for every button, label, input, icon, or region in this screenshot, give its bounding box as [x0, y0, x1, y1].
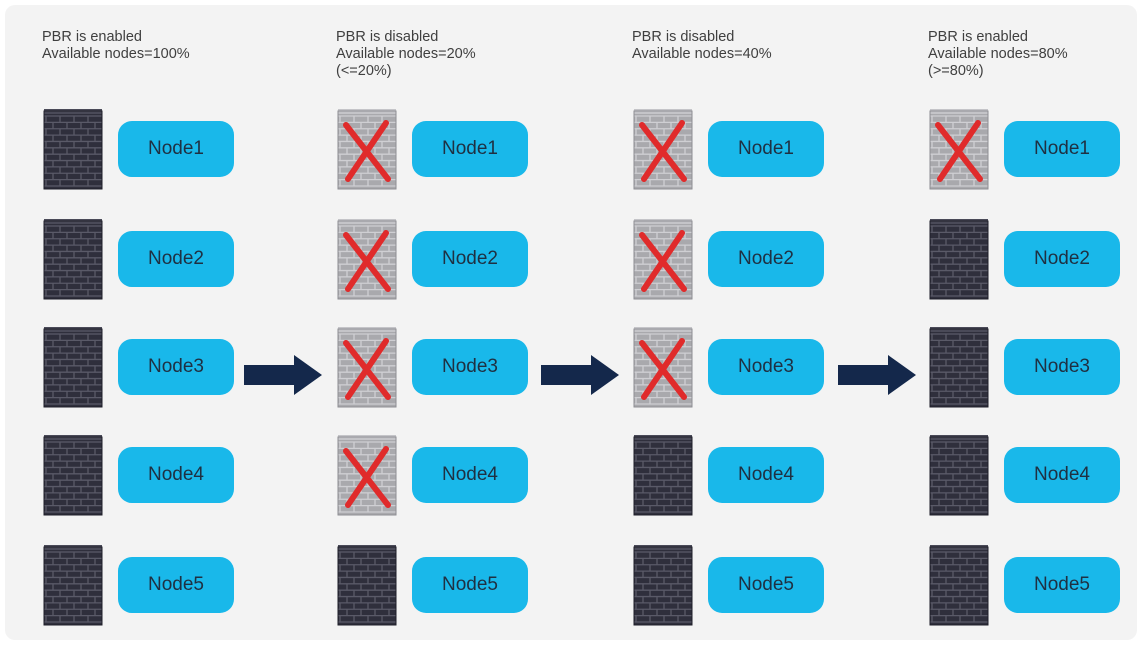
threshold-text: (<=20%) [336, 63, 392, 79]
failure-x-icon [343, 230, 391, 292]
failure-x-icon [639, 120, 687, 182]
failed-firewall-icon [632, 107, 694, 191]
node-row: Node1 [632, 107, 892, 191]
node-row: Node1 [336, 107, 596, 191]
node-box-2: Node2 [412, 231, 528, 287]
right-arrow-icon [838, 355, 916, 395]
node-row: Node5 [928, 543, 1142, 627]
node-row: Node4 [632, 433, 892, 517]
failure-x-icon [343, 120, 391, 182]
node-row: Node2 [42, 217, 302, 301]
failure-x-icon [935, 120, 983, 182]
node-row: Node4 [42, 433, 302, 517]
pbr-state-text: PBR is disabled [632, 29, 735, 45]
firewall-icon [42, 543, 104, 627]
threshold-text: (>=80%) [928, 63, 984, 79]
firewall-icon [42, 107, 104, 191]
node-box-3: Node3 [412, 339, 528, 395]
firewall-icon [42, 217, 104, 301]
firewall-icon [928, 325, 990, 409]
pbr-state-text: PBR is enabled [42, 29, 142, 45]
node-row: Node3 [336, 325, 596, 409]
node-box-5: Node5 [118, 557, 234, 613]
node-row: Node5 [632, 543, 892, 627]
node-box-4: Node4 [412, 447, 528, 503]
firewall-icon [632, 433, 694, 517]
failed-firewall-icon [336, 325, 398, 409]
failed-firewall-icon [632, 325, 694, 409]
node-box-2: Node2 [118, 231, 234, 287]
firewall-icon [42, 433, 104, 517]
node-box-5: Node5 [412, 557, 528, 613]
failed-firewall-icon [928, 107, 990, 191]
available-nodes-text: Available nodes=80% [928, 46, 1068, 62]
node-box-1: Node1 [412, 121, 528, 177]
failed-firewall-icon [336, 107, 398, 191]
available-nodes-text: Available nodes=100% [42, 46, 190, 62]
firewall-icon [928, 433, 990, 517]
firewall-icon [632, 543, 694, 627]
right-arrow-icon [244, 355, 322, 395]
failure-x-icon [639, 230, 687, 292]
node-box-5: Node5 [708, 557, 824, 613]
node-box-4: Node4 [1004, 447, 1120, 503]
pbr-state-text: PBR is disabled [336, 29, 439, 45]
failed-firewall-icon [632, 217, 694, 301]
firewall-icon [336, 543, 398, 627]
right-arrow-icon [541, 355, 619, 395]
pbr-state-text: PBR is enabled [928, 29, 1028, 45]
firewall-icon [928, 543, 990, 627]
node-box-1: Node1 [1004, 121, 1120, 177]
node-row: Node2 [632, 217, 892, 301]
failure-x-icon [343, 446, 391, 508]
node-row: Node5 [336, 543, 596, 627]
available-nodes-text: Available nodes=40% [632, 46, 772, 62]
available-nodes-text: Available nodes=20% [336, 46, 476, 62]
node-row: Node3 [632, 325, 892, 409]
node-row: Node3 [42, 325, 302, 409]
node-row: Node1 [42, 107, 302, 191]
node-row: Node4 [336, 433, 596, 517]
failure-x-icon [639, 338, 687, 400]
failure-x-icon [343, 338, 391, 400]
node-box-1: Node1 [118, 121, 234, 177]
node-box-2: Node2 [1004, 231, 1120, 287]
firewall-icon [42, 325, 104, 409]
node-box-4: Node4 [708, 447, 824, 503]
node-box-3: Node3 [708, 339, 824, 395]
node-row: Node1 [928, 107, 1142, 191]
node-box-4: Node4 [118, 447, 234, 503]
node-box-3: Node3 [118, 339, 234, 395]
node-row: Node4 [928, 433, 1142, 517]
node-row: Node2 [336, 217, 596, 301]
node-box-3: Node3 [1004, 339, 1120, 395]
node-row: Node3 [928, 325, 1142, 409]
node-box-2: Node2 [708, 231, 824, 287]
firewall-icon [928, 217, 990, 301]
failed-firewall-icon [336, 217, 398, 301]
node-row: Node5 [42, 543, 302, 627]
node-box-5: Node5 [1004, 557, 1120, 613]
failed-firewall-icon [336, 433, 398, 517]
node-row: Node2 [928, 217, 1142, 301]
node-box-1: Node1 [708, 121, 824, 177]
